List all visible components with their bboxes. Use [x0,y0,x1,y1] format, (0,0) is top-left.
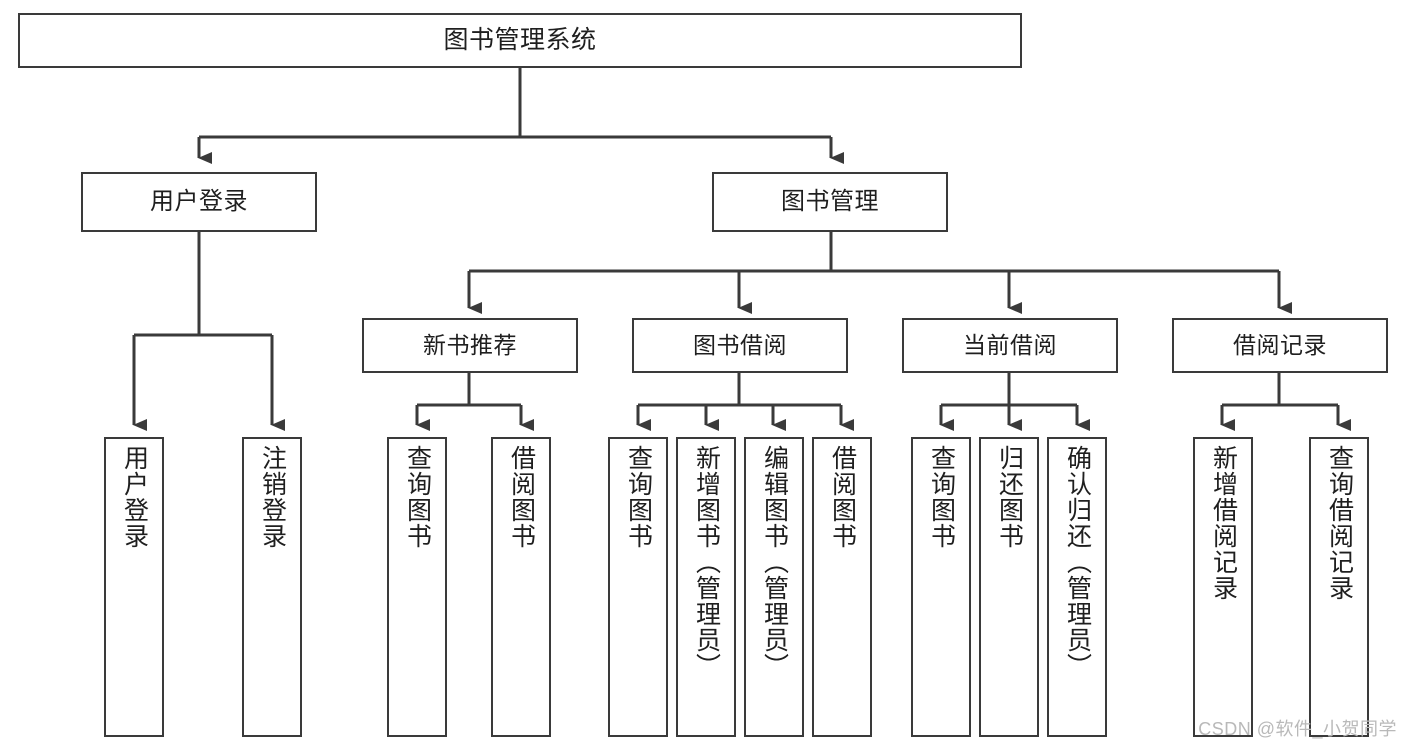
leaf-confirm-return-admin[interactable]: 确认归还（管理员） [1047,437,1107,737]
watermark-text: CSDN @软件_小贺同学 [1198,719,1397,739]
node-new-book-recommend-label: 新书推荐 [423,331,517,358]
node-book-management[interactable]: 图书管理 [712,172,948,232]
leaf-query-book-bb[interactable]: 查询图书 [608,437,668,737]
leaf-add-borrow-record-label: 新增借阅记录 [1209,445,1238,601]
node-book-borrow[interactable]: 图书借阅 [632,318,848,373]
leaf-borrow-book-bb-label: 借阅图书 [828,445,857,549]
node-new-book-recommend[interactable]: 新书推荐 [362,318,578,373]
node-root-system-label: 图书管理系统 [443,25,597,54]
node-current-borrow-label: 当前借阅 [963,331,1057,358]
leaf-query-book-nbr-label: 查询图书 [403,445,432,549]
leaf-edit-book-admin-label: 编辑图书（管理员） [760,445,789,679]
node-user-login[interactable]: 用户登录 [81,172,317,232]
leaf-query-borrow-record[interactable]: 查询借阅记录 [1309,437,1369,737]
leaf-borrow-book-bb[interactable]: 借阅图书 [812,437,872,737]
leaf-query-book-cb-label: 查询图书 [927,445,956,549]
leaf-edit-book-admin[interactable]: 编辑图书（管理员） [744,437,804,737]
leaf-return-book-label: 归还图书 [995,445,1024,549]
node-root-system[interactable]: 图书管理系统 [18,13,1022,68]
leaf-borrow-book-nbr-label: 借阅图书 [507,445,536,549]
leaf-query-book-cb[interactable]: 查询图书 [911,437,971,737]
leaf-logout[interactable]: 注销登录 [242,437,302,737]
leaf-query-book-bb-label: 查询图书 [624,445,653,549]
node-current-borrow[interactable]: 当前借阅 [902,318,1118,373]
leaf-logout-label: 注销登录 [258,445,287,549]
leaf-query-borrow-record-label: 查询借阅记录 [1325,445,1354,601]
leaf-add-borrow-record[interactable]: 新增借阅记录 [1193,437,1253,737]
node-borrow-record[interactable]: 借阅记录 [1172,318,1388,373]
node-book-borrow-label: 图书借阅 [693,331,787,358]
leaf-user-login-label: 用户登录 [120,445,149,549]
leaf-query-book-nbr[interactable]: 查询图书 [387,437,447,737]
leaf-return-book[interactable]: 归还图书 [979,437,1039,737]
node-book-management-label: 图书管理 [781,187,879,215]
node-user-login-label: 用户登录 [150,187,248,215]
leaf-user-login[interactable]: 用户登录 [104,437,164,737]
leaf-add-book-admin-label: 新增图书（管理员） [692,445,721,679]
leaf-confirm-return-admin-label: 确认归还（管理员） [1063,445,1092,679]
node-borrow-record-label: 借阅记录 [1233,331,1327,358]
leaf-borrow-book-nbr[interactable]: 借阅图书 [491,437,551,737]
leaf-add-book-admin[interactable]: 新增图书（管理员） [676,437,736,737]
